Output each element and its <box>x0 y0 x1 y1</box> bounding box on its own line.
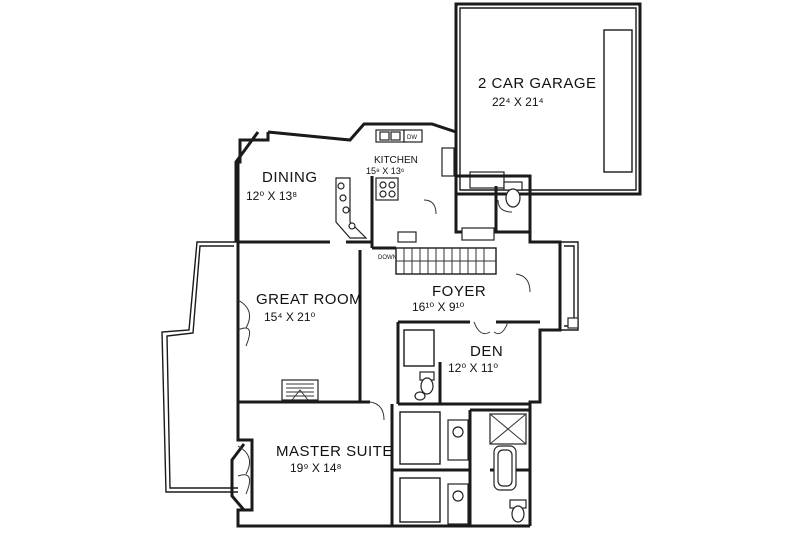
great-room-dim: 15⁴ X 21⁰ <box>264 310 316 324</box>
dining-name: DINING <box>262 169 318 186</box>
fireplace-icon <box>281 379 319 401</box>
kitchen-name: KITCHEN <box>374 155 418 166</box>
cooktop-icon <box>375 177 399 201</box>
kitchen-dim: 15⁸ X 13⁶ <box>366 166 405 176</box>
refrigerator <box>441 147 455 177</box>
entry-porch <box>560 241 579 331</box>
garage-door <box>603 29 633 173</box>
foyer-name: FOYER <box>432 283 486 300</box>
stair-treads: DOWN <box>378 248 496 274</box>
garage <box>454 2 642 196</box>
dishwasher-box <box>403 129 423 143</box>
deck-outline-inner <box>166 245 238 489</box>
den-name: DEN <box>470 343 503 360</box>
door-swings <box>237 199 531 495</box>
den-dim: 12⁰ X 11⁰ <box>448 361 498 375</box>
garage-step <box>469 171 505 189</box>
dishwasher-label: DW <box>407 135 417 141</box>
bath-fixtures <box>399 181 527 525</box>
garage-name: 2 CAR GARAGE <box>478 75 597 92</box>
room-labels: 2 CAR GARAGE 22⁴ X 21⁴ KITCHEN 15⁸ X 13⁶… <box>246 75 597 475</box>
deck-outline <box>161 241 238 493</box>
master-suite-dim: 19⁹ X 14⁸ <box>290 461 342 475</box>
stair-down-label: DOWN <box>378 255 397 261</box>
foyer-dim: 16¹⁰ X 9¹⁰ <box>412 300 464 314</box>
garage-dim: 22⁴ X 21⁴ <box>492 95 544 109</box>
great-room-name: GREAT ROOM <box>256 291 362 308</box>
master-suite-name: MASTER SUITE <box>276 443 393 460</box>
kitchen-fixtures: DW <box>335 129 495 243</box>
dining-dim: 12⁰ X 13⁸ <box>246 189 297 203</box>
